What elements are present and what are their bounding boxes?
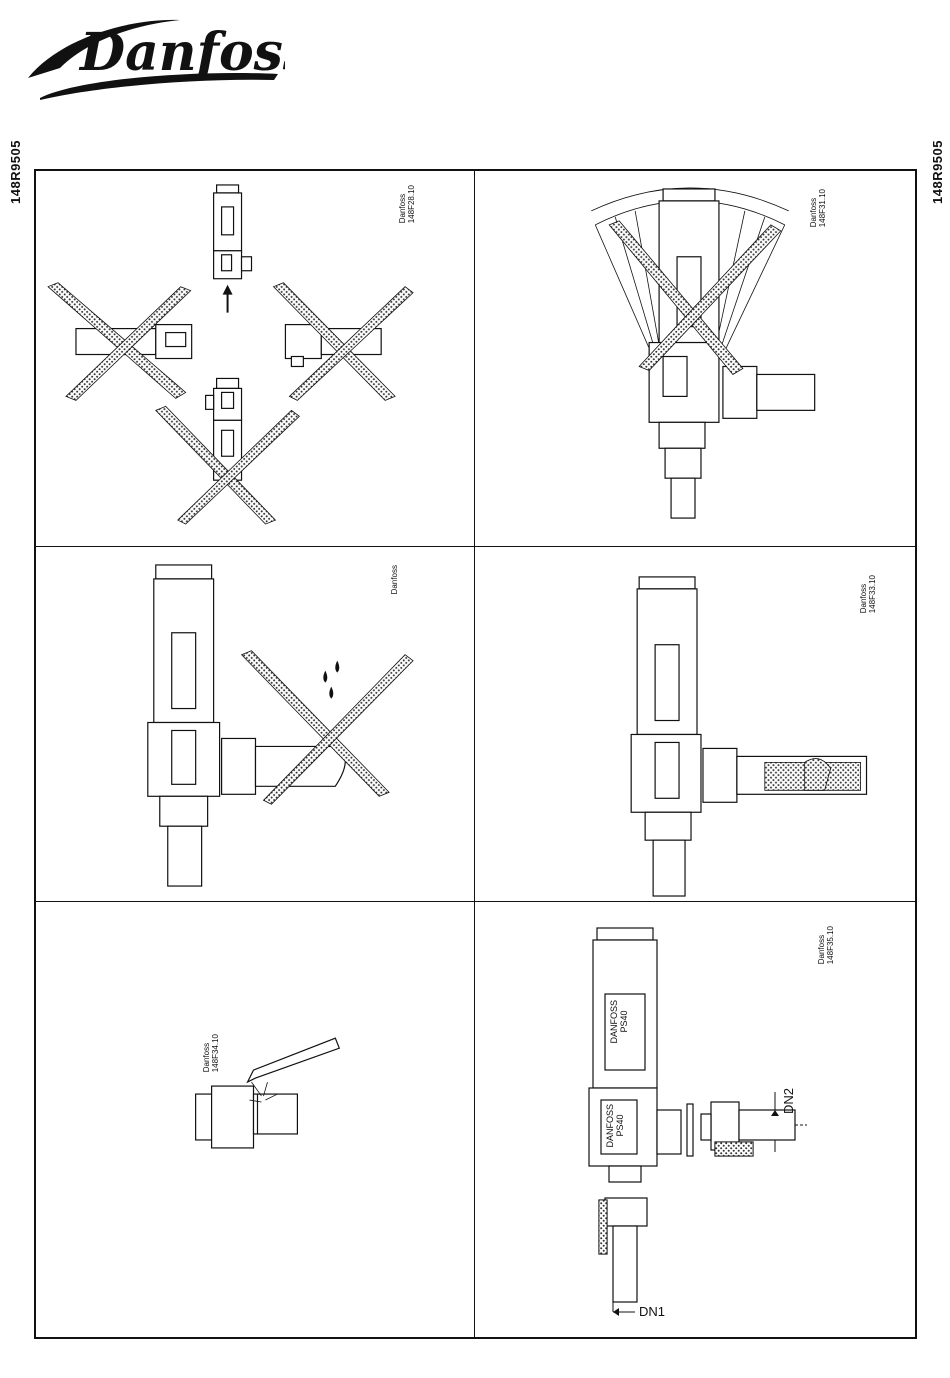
- brazing-diagram: [36, 902, 474, 1337]
- figure-3-condensation: Danfoss: [36, 547, 475, 902]
- vibration-diagram: [475, 171, 915, 546]
- pipe-fill-diagram: [475, 547, 915, 901]
- danfoss-logo: Danfoss: [20, 8, 285, 103]
- document-code-right: 148R9505: [930, 140, 945, 204]
- dim-dn2: DN2: [781, 1088, 796, 1114]
- orientation-diagram: [36, 171, 474, 546]
- logo-wordmark: Danfoss: [78, 22, 285, 83]
- document-code-left: 148R9505: [8, 140, 23, 204]
- figure-3-code: Danfoss: [390, 565, 399, 594]
- dim-dn1: DN1: [639, 1304, 665, 1319]
- connection-diagram: [475, 902, 915, 1337]
- condensation-diagram: [36, 547, 474, 901]
